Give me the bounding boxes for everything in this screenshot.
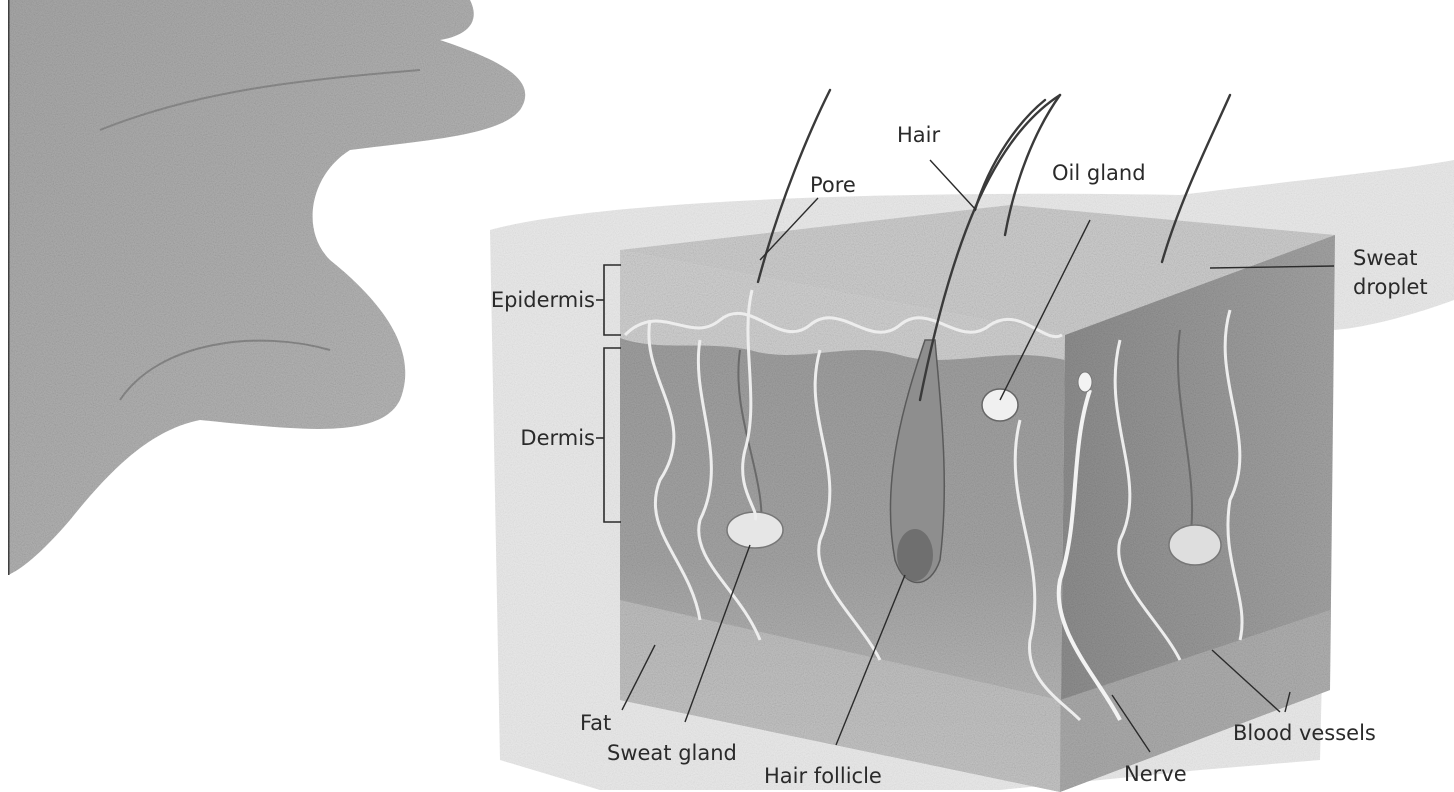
label-dermis: Dermis (520, 426, 595, 450)
hand-illustration (8, 0, 525, 575)
label-sweat-droplet-line1: Sweat (1353, 246, 1418, 270)
skin-block (490, 160, 1454, 792)
label-hair-follicle: Hair follicle (764, 764, 882, 788)
label-hair: Hair (897, 123, 940, 147)
label-pore: Pore (810, 173, 856, 197)
label-epidermis: Epidermis (491, 288, 595, 312)
label-blood-vessels: Blood vessels (1233, 721, 1376, 745)
label-sweat-gland: Sweat gland (607, 741, 737, 765)
label-fat: Fat (580, 711, 611, 735)
label-sweat-droplet-line2: droplet (1353, 275, 1428, 299)
label-oil-gland: Oil gland (1052, 161, 1146, 185)
label-nerve: Nerve (1124, 762, 1187, 786)
